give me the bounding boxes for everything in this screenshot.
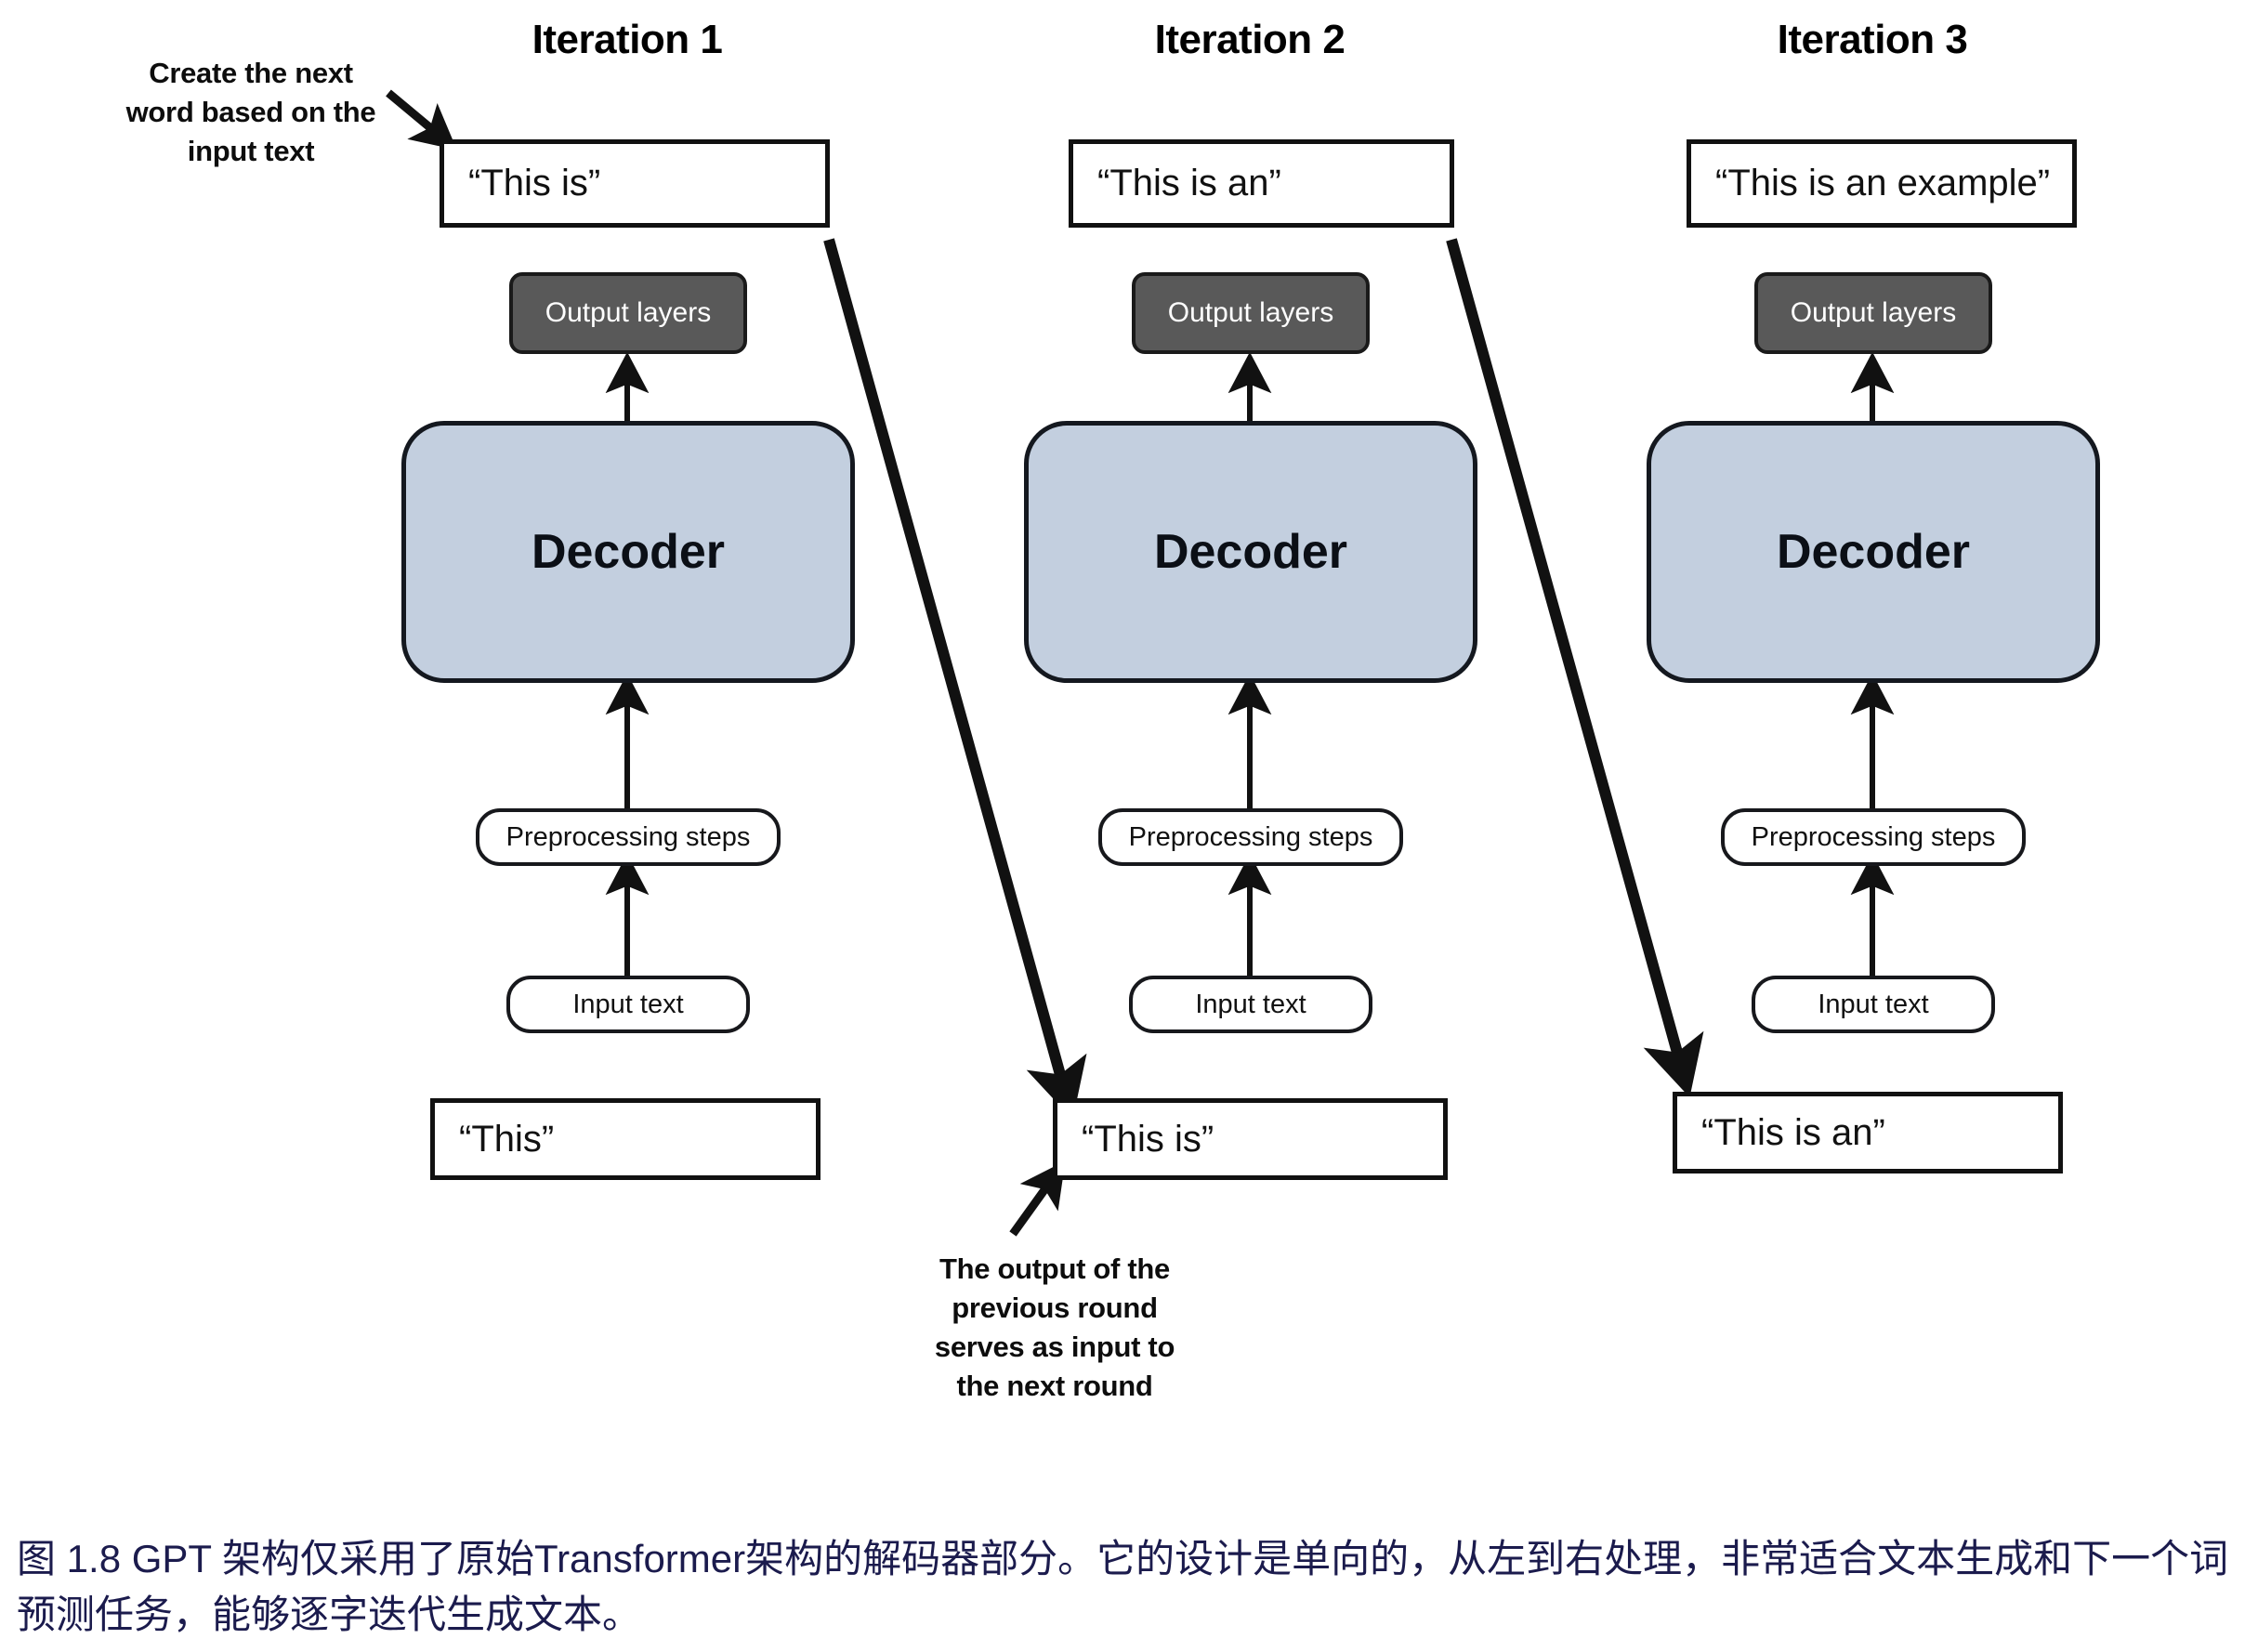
- annotation-create-next-word: Create the next word based on the input …: [125, 57, 376, 167]
- preprocessing-box-2: Preprocessing steps: [1098, 808, 1403, 866]
- preprocessing-box-1: Preprocessing steps: [476, 808, 781, 866]
- input-text-label-3: Input text: [1818, 989, 1929, 1019]
- annotation-arrow-top: [386, 89, 457, 151]
- result-text-2: “This is”: [1082, 1118, 1214, 1160]
- output-text-box-1: “This is”: [440, 139, 830, 228]
- output-layers-label-1: Output layers: [545, 297, 712, 328]
- result-text-1: “This”: [459, 1118, 555, 1160]
- input-text-label-2: Input text: [1195, 989, 1306, 1019]
- output-layers-label-2: Output layers: [1167, 297, 1334, 328]
- result-text-box-1: “This”: [430, 1098, 820, 1180]
- result-text-box-3: “This is an”: [1673, 1092, 2063, 1173]
- iteration-title-1: Iteration 1: [532, 17, 723, 62]
- iteration-title-2: Iteration 2: [1154, 17, 1346, 62]
- preprocessing-label-3: Preprocessing steps: [1751, 821, 1996, 852]
- annotation-arrow-bottom: [1009, 1160, 1066, 1237]
- output-text-3: “This is an example”: [1715, 163, 2051, 203]
- output-layers-box-1: Output layers: [509, 272, 747, 354]
- carry-arrow-2: [1446, 238, 1704, 1098]
- preprocessing-label-2: Preprocessing steps: [1128, 821, 1373, 852]
- input-text-box-2: Input text: [1129, 976, 1372, 1033]
- output-layers-box-3: Output layers: [1754, 272, 1992, 354]
- input-text-label-1: Input text: [572, 989, 684, 1019]
- decoder-box-3: Decoder: [1647, 421, 2100, 683]
- output-text-box-2: “This is an”: [1069, 139, 1454, 228]
- figure-caption: 图 1.8 GPT 架构仅采用了原始Transformer架构的解码器部分。它的…: [17, 1537, 2229, 1636]
- carry-arrow-1: [823, 238, 1087, 1121]
- output-layers-label-3: Output layers: [1790, 297, 1957, 328]
- output-layers-box-2: Output layers: [1132, 272, 1370, 354]
- decoder-label-3: Decoder: [1776, 525, 1971, 579]
- preprocessing-box-3: Preprocessing steps: [1721, 808, 2026, 866]
- input-text-box-3: Input text: [1752, 976, 1995, 1033]
- output-text-2: “This is an”: [1097, 163, 1281, 203]
- annotation-output-previous-round: The output of the previous round serves …: [934, 1252, 1175, 1402]
- result-text-3: “This is an”: [1701, 1111, 1885, 1153]
- decoder-box-1: Decoder: [401, 421, 855, 683]
- input-text-box-1: Input text: [506, 976, 750, 1033]
- decoder-label-1: Decoder: [531, 525, 726, 579]
- result-text-box-2: “This is”: [1053, 1098, 1448, 1180]
- iteration-title-3: Iteration 3: [1777, 17, 1968, 62]
- output-text-box-3: “This is an example”: [1687, 139, 2077, 228]
- decoder-label-2: Decoder: [1153, 525, 1348, 579]
- preprocessing-label-1: Preprocessing steps: [505, 821, 751, 852]
- output-text-1: “This is”: [468, 163, 601, 203]
- decoder-box-2: Decoder: [1024, 421, 1477, 683]
